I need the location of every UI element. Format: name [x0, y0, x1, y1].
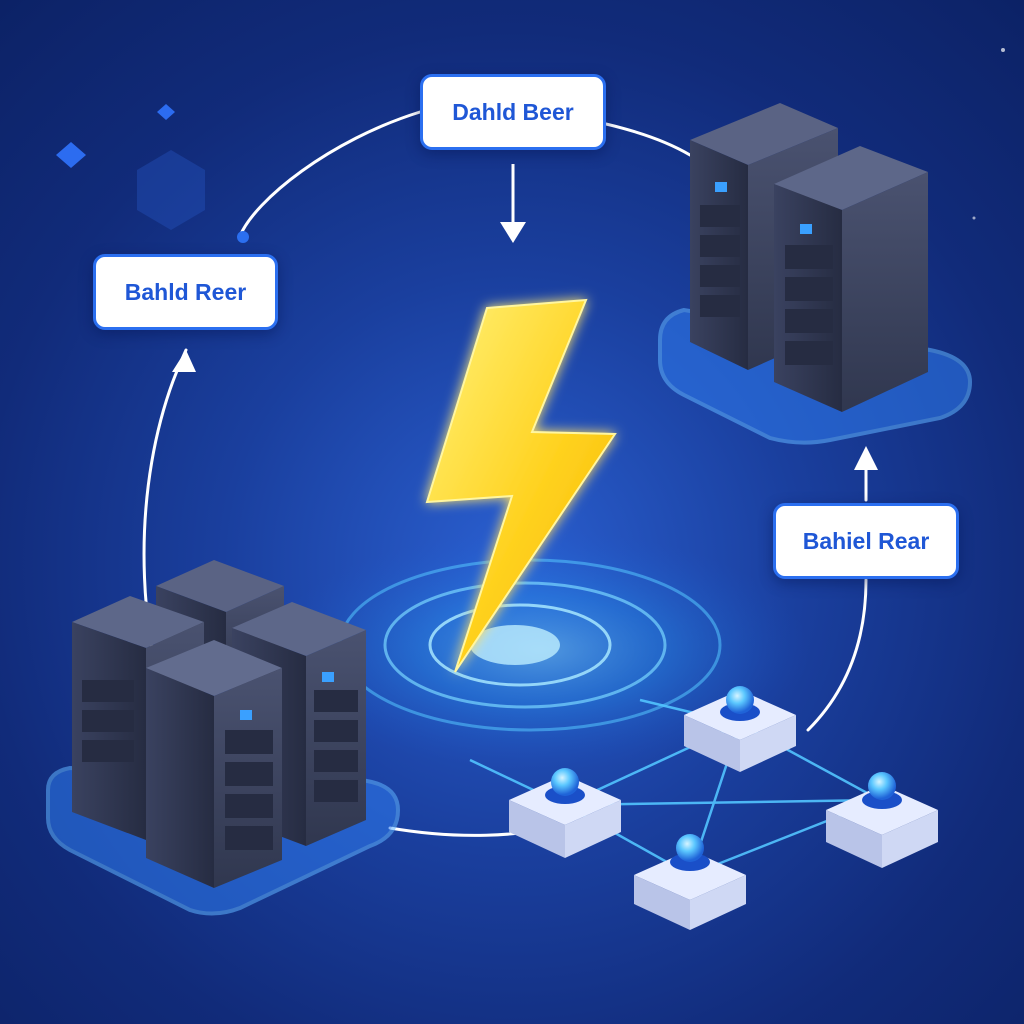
cycle-label-top: Dahld Beer	[420, 74, 606, 150]
network-node-icon	[684, 686, 796, 772]
network-mesh	[469, 686, 938, 930]
lightning-bolt-icon	[425, 298, 617, 673]
arrow-up-right-icon	[854, 446, 878, 470]
server-rack-icon	[774, 146, 928, 412]
network-node-icon	[634, 834, 746, 930]
cycle-label-left: Bahld Reer	[93, 254, 278, 330]
arrow-down-icon	[500, 164, 526, 243]
server-cluster-left	[46, 560, 401, 916]
ring-node-dot	[237, 231, 249, 243]
cycle-label-right: Bahiel Rear	[773, 503, 959, 579]
decorative-cubes	[56, 48, 1005, 230]
server-cluster-right	[658, 103, 973, 445]
network-node-icon	[509, 768, 621, 858]
network-node-icon	[826, 772, 938, 868]
server-rack-icon	[146, 640, 282, 888]
arrow-up-left-icon	[172, 350, 196, 372]
